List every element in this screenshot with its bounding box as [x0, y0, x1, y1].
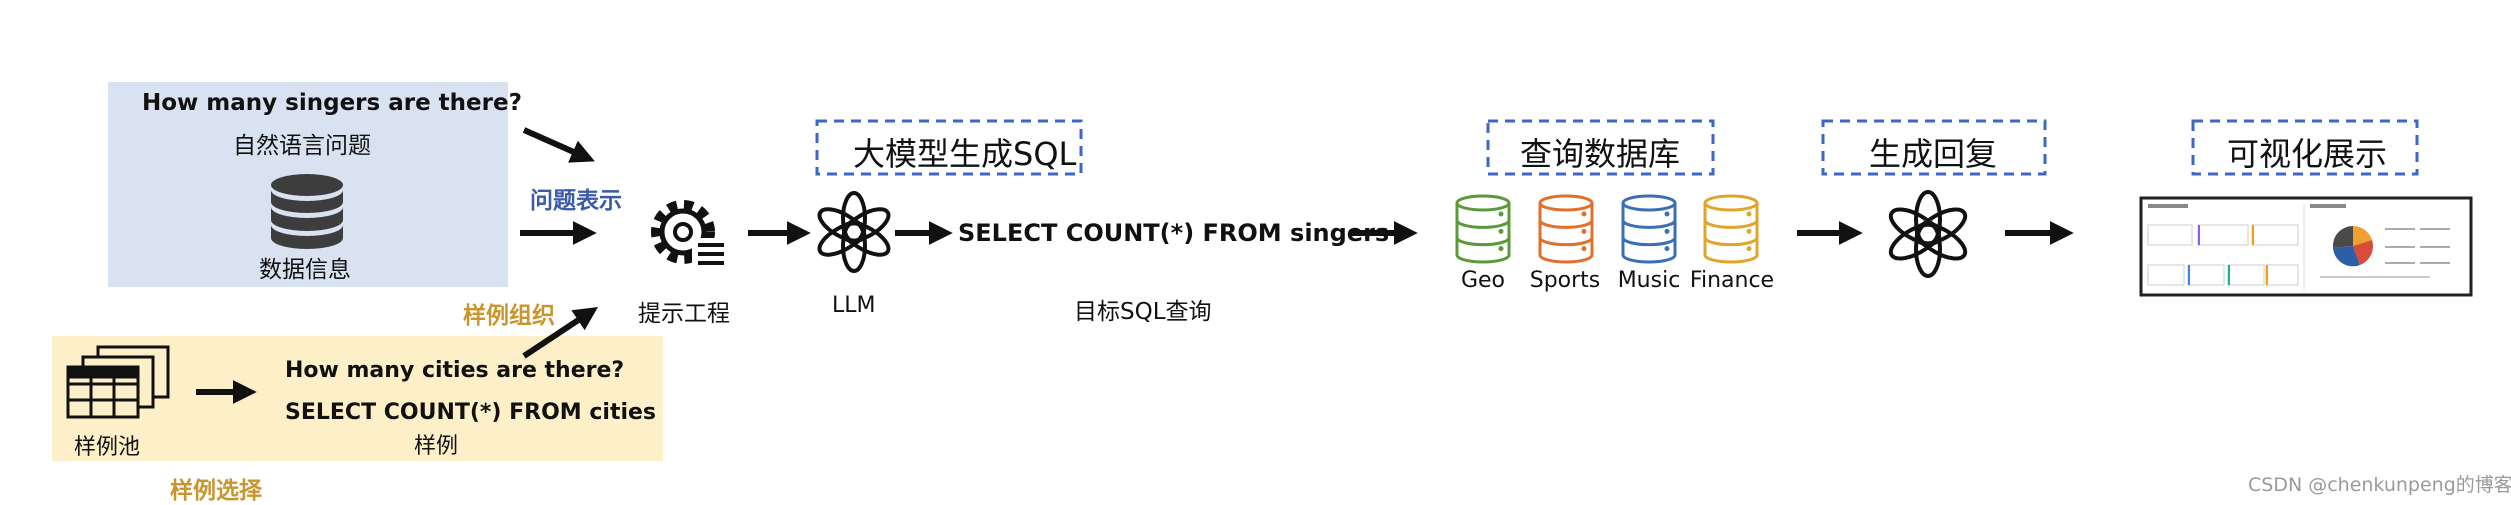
generated-sql: SELECT COUNT(*) FROM singers: [958, 219, 1390, 247]
arrows: [196, 127, 2074, 404]
llm-sql-title: 大模型生成SQL: [853, 135, 1077, 173]
input-question-label: 自然语言问题: [233, 133, 371, 159]
database-group: [1455, 194, 1759, 264]
example-org-label: 样例组织: [463, 303, 555, 329]
llm-label: LLM: [832, 293, 876, 318]
db-cylinder-geo: [1455, 194, 1511, 264]
example-select-label: 样例选择: [170, 478, 262, 504]
database-icon: [271, 174, 343, 249]
query-db-box: [1486, 119, 1715, 176]
db-cylinder-music: [1621, 194, 1677, 264]
input-question: How many singers are there?: [142, 90, 522, 116]
visual-box: [2191, 119, 2419, 176]
example-sql: SELECT COUNT(*) FROM cities: [285, 400, 657, 425]
prompt-eng-label: 提示工程: [638, 301, 730, 327]
table-stack-icon: [66, 345, 170, 419]
arrow-question-repr: [522, 127, 595, 163]
dashboard-thumbnail: [2139, 196, 2473, 297]
llm-sql-box: [815, 119, 1083, 176]
target-sql-label: 目标SQL查询: [1074, 299, 1212, 325]
db-label-geo: Geo: [1460, 268, 1506, 293]
example-pool-label: 样例池: [74, 435, 141, 460]
example-question: How many cities are there?: [285, 358, 625, 383]
gen-reply-title: 生成回复: [1869, 135, 1998, 173]
db-label-music: Music: [1617, 268, 1681, 293]
db-cylinder-sports: [1538, 194, 1594, 264]
db-cylinder-finance: [1703, 194, 1759, 264]
arrow-example-org: [522, 307, 599, 359]
db-label-sports: Sports: [1529, 268, 1601, 293]
db-label-finance: Finance: [1689, 268, 1775, 293]
dashed-boxes: [815, 119, 2419, 176]
visual-title: 可视化展示: [2227, 135, 2388, 173]
question-repr-label: 问题表示: [530, 188, 622, 214]
llm-icon: [817, 191, 891, 273]
example-label: 样例: [414, 434, 459, 459]
reply-llm-icon: [1888, 190, 1968, 278]
gen-reply-box: [1821, 119, 2047, 176]
gear-icon: [651, 200, 726, 266]
db-info-label: 数据信息: [259, 257, 351, 283]
watermark: CSDN @chenkunpeng的博客: [2248, 474, 2511, 496]
query-db-title: 查询数据库: [1520, 135, 1681, 173]
